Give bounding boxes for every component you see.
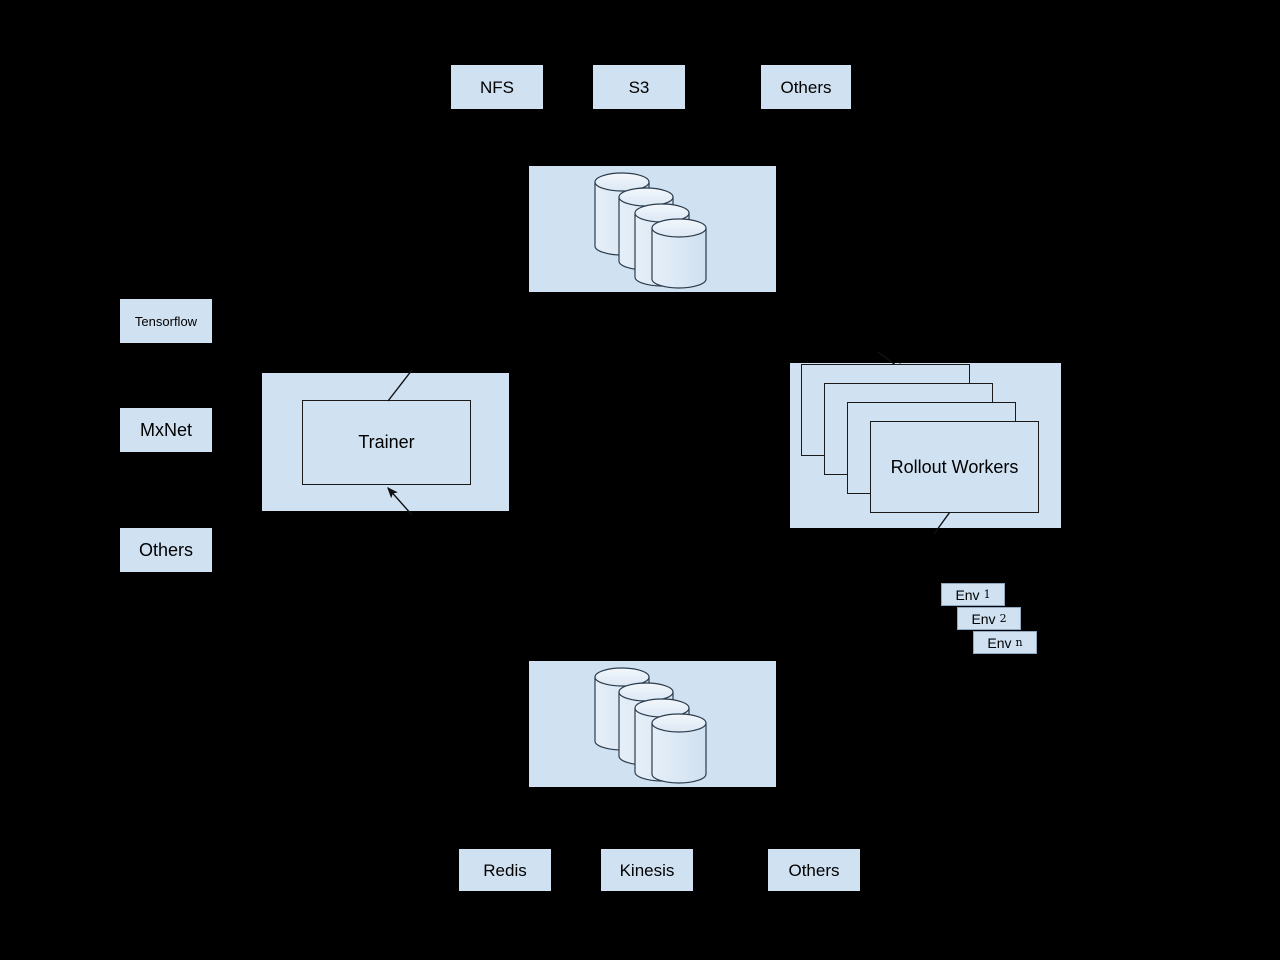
model-store-panel xyxy=(529,166,776,292)
queue-backend-kinesis-label: Kinesis xyxy=(619,860,675,880)
storage-backend-nfs-label: NFS xyxy=(480,77,514,97)
queue-backend-redis[interactable]: Redis xyxy=(459,849,551,891)
env-chip-1-word: Env xyxy=(955,586,980,603)
storage-backend-s3[interactable]: S3 xyxy=(593,65,685,109)
rollout-workers-box[interactable]: Rollout Workers xyxy=(870,421,1039,513)
env-chip-2-index: 2 xyxy=(999,612,1007,625)
storage-backend-others[interactable]: Others xyxy=(761,65,851,109)
experience-store-panel xyxy=(529,661,776,787)
model-store-cylinders xyxy=(594,172,707,289)
queue-backend-others-label: Others xyxy=(788,860,840,880)
env-chip-n[interactable]: Env n xyxy=(973,631,1037,654)
env-chip-2-word: Env xyxy=(971,610,996,627)
framework-mxnet-label: MxNet xyxy=(139,420,192,440)
storage-backend-others-label: Others xyxy=(780,77,832,97)
env-chip-1-index: 1 xyxy=(983,588,991,601)
framework-mxnet[interactable]: MxNet xyxy=(120,408,212,452)
queue-backend-redis-label: Redis xyxy=(483,860,527,880)
storage-backend-s3-label: S3 xyxy=(628,77,650,97)
framework-tensorflow-label: Tensorflow xyxy=(134,313,198,329)
env-chip-n-index: n xyxy=(1015,636,1023,649)
env-chip-n-word: Env xyxy=(987,634,1012,651)
trainer-label: Trainer xyxy=(358,432,415,452)
framework-others-label: Others xyxy=(138,540,194,560)
storage-backend-nfs[interactable]: NFS xyxy=(451,65,543,109)
env-chip-2[interactable]: Env 2 xyxy=(957,607,1021,630)
queue-backend-kinesis[interactable]: Kinesis xyxy=(601,849,693,891)
experience-store-cylinders xyxy=(594,667,707,784)
rollout-workers-label: Rollout Workers xyxy=(890,456,1019,477)
env-chip-1[interactable]: Env 1 xyxy=(941,583,1005,606)
trainer-box[interactable]: Trainer xyxy=(302,400,471,485)
framework-others[interactable]: Others xyxy=(120,528,212,572)
framework-tensorflow[interactable]: Tensorflow xyxy=(120,299,212,343)
queue-backend-others[interactable]: Others xyxy=(768,849,860,891)
